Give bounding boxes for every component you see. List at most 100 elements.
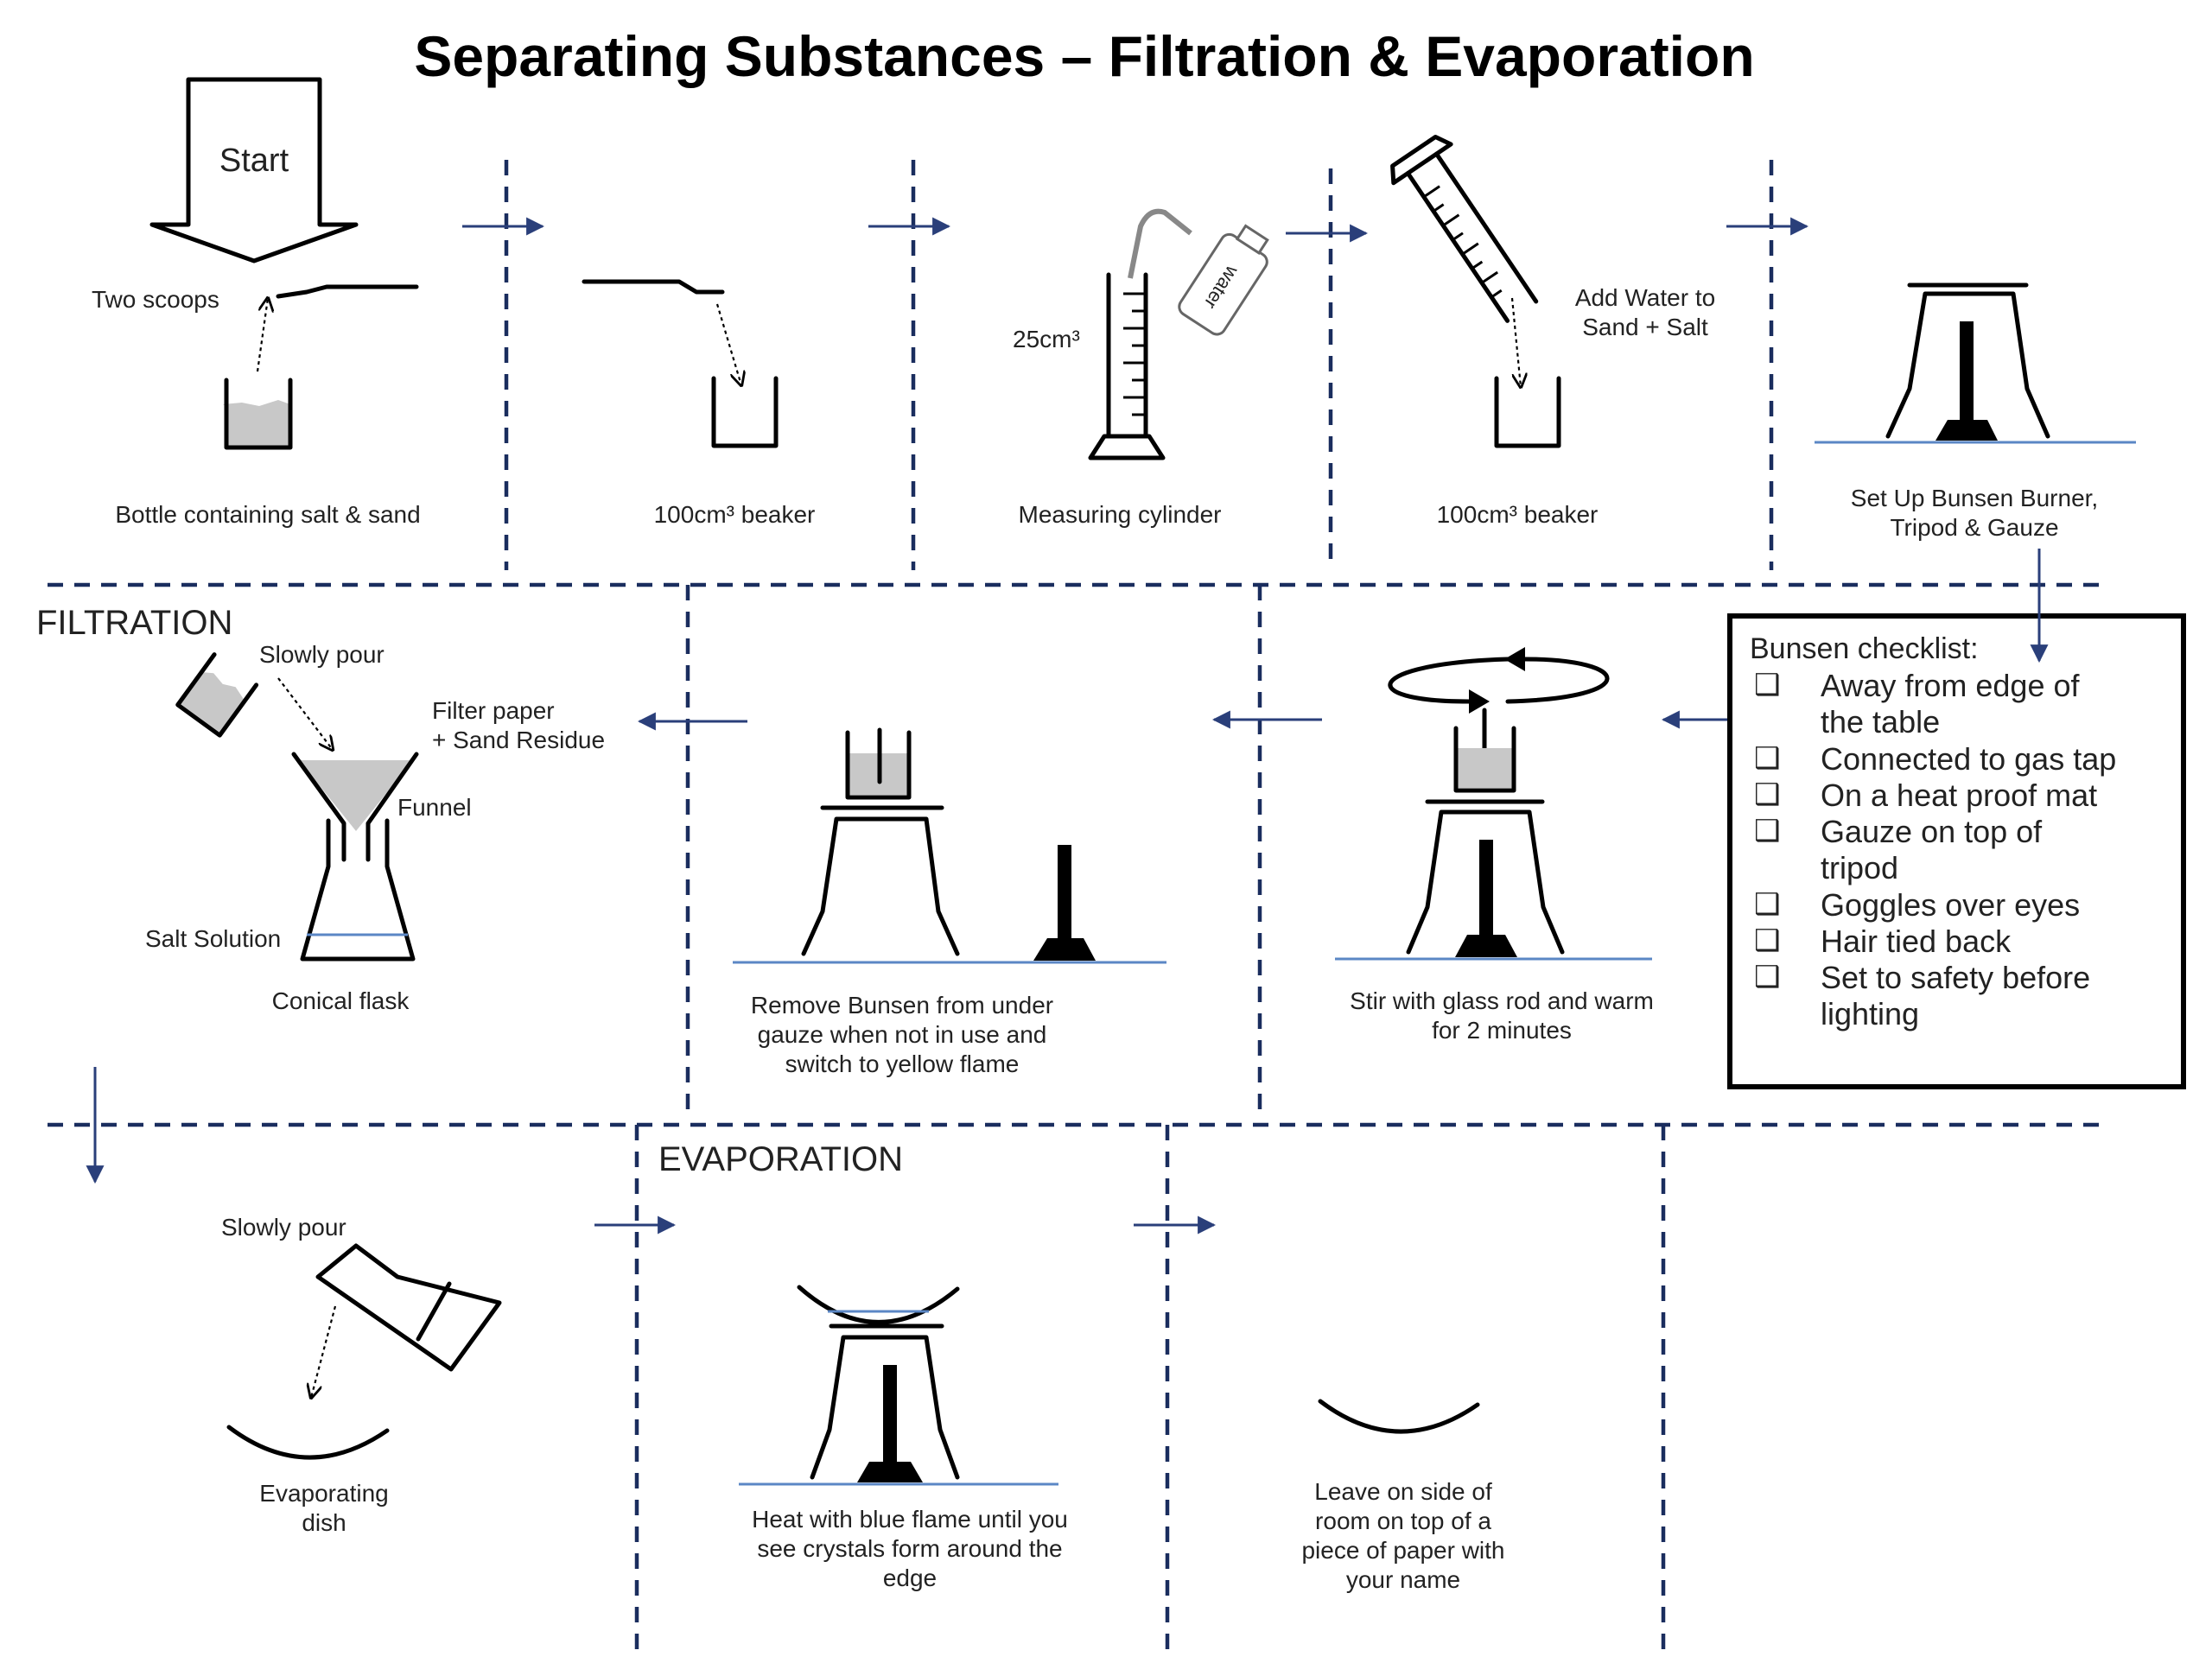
checklist-title: Bunsen checklist: — [1750, 632, 1979, 665]
bunsen-barrel-4 — [883, 1365, 897, 1464]
heat-line-3: edge — [883, 1565, 937, 1591]
checkbox-icon: ❑ — [1754, 669, 1780, 701]
dish-label-1: Evaporating — [259, 1480, 388, 1507]
checklist-items: ❑ Away from edge of the table ❑ Connecte… — [1754, 668, 2116, 1031]
checkbox-icon: ❑ — [1754, 888, 1780, 921]
checkbox-icon: ❑ — [1754, 924, 1780, 957]
step-filtration: FILTRATION Slowly pour Filter paper + Sa… — [36, 604, 605, 1014]
wash-bottle-icon: water — [1178, 224, 1269, 336]
heat-line-2: see crystals form around the — [757, 1535, 1062, 1562]
stir-line-2: for 2 minutes — [1432, 1017, 1572, 1044]
spatula-icon-2 — [582, 279, 725, 295]
cylinder-caption: Measuring cylinder — [1019, 501, 1222, 528]
remove-line-2: gauze when not in use and — [758, 1021, 1047, 1048]
bunsen-base-icon-2 — [1455, 935, 1517, 957]
page-title: Separating Substances – Filtration & Eva… — [414, 24, 1754, 88]
dish-label-2: dish — [302, 1509, 346, 1536]
beaker-2-caption: 100cm³ beaker — [1437, 501, 1599, 528]
checklist-item-3: On a heat proof mat — [1821, 778, 2097, 813]
filter-paper-label-1: Filter paper — [432, 697, 555, 724]
tilted-beaker-icon — [175, 652, 259, 738]
evaporating-dish-icon-2 — [797, 1285, 960, 1324]
section-separators — [48, 160, 2108, 1659]
pour-dotted-arrow-3 — [277, 677, 333, 750]
start-arrow-icon — [149, 77, 359, 263]
checklist-box — [1727, 613, 2186, 1089]
checklist-item-4-cont: tripod — [1821, 850, 1898, 885]
cylinder-base — [1088, 434, 1166, 460]
tilted-flask-icon — [315, 1243, 502, 1372]
evaporation-heading: EVAPORATION — [658, 1140, 903, 1178]
cylinder-graduations — [1123, 292, 1146, 416]
slowly-pour-label-1: Slowly pour — [259, 641, 385, 668]
evaporating-dish-icon-3 — [1318, 1399, 1480, 1434]
funnel-icon — [291, 752, 419, 862]
tripod-icon-2 — [1406, 809, 1565, 955]
tripod-icon-3 — [801, 816, 960, 956]
spatula-icon — [276, 284, 419, 299]
step-start: Start Two scoops Bottle containing salt … — [92, 77, 421, 528]
evaporating-dish-icon — [226, 1425, 390, 1460]
beaker-icon-1 — [711, 376, 779, 448]
beaker-icon-3 — [1453, 726, 1516, 793]
checklist-item-4: Gauze on top of — [1821, 814, 2043, 849]
step-measuring-cylinder: 25cm³ water Measuring cylinder — [1013, 208, 1269, 528]
tripod-icon-4 — [810, 1335, 960, 1480]
step-beaker-1: 100cm³ beaker — [582, 279, 816, 528]
slowly-pour-label-2: Slowly pour — [221, 1214, 346, 1241]
step-pour-evaporating-dish: Slowly pour Evaporating dish — [221, 1214, 502, 1536]
checkbox-icon: ❑ — [1754, 815, 1780, 847]
beaker-1-caption: 100cm³ beaker — [654, 501, 816, 528]
salt-sand-fill — [223, 400, 290, 446]
start-label: Start — [219, 143, 289, 179]
conical-flask-caption: Conical flask — [272, 987, 410, 1014]
tripod-icon — [1885, 291, 2050, 439]
pour-dotted-arrow-4 — [311, 1305, 337, 1398]
pour-dotted-arrow-1 — [715, 303, 741, 385]
bunsen-barrel — [1960, 321, 1974, 423]
bunsen-base-icon-3 — [1033, 938, 1096, 961]
filter-paper-icon — [299, 760, 413, 831]
remove-line-3: switch to yellow flame — [785, 1050, 1020, 1077]
scoop-dotted-arrow — [256, 298, 268, 372]
tilted-flask-line — [416, 1281, 452, 1342]
checklist-item-6: Hair tied back — [1821, 924, 2012, 959]
bunsen-setup-line-2: Tripod & Gauze — [1890, 514, 2058, 541]
cylinder-icon — [1106, 272, 1148, 439]
conical-flask-icon — [300, 818, 416, 962]
step-bunsen-setup: Set Up Bunsen Burner, Tripod & Gauze — [1815, 282, 2136, 541]
bunsen-base-icon-4 — [857, 1462, 923, 1482]
checklist-item-2: Connected to gas tap — [1821, 741, 2116, 777]
leave-line-3: piece of paper with — [1301, 1537, 1504, 1564]
funnel-label: Funnel — [397, 794, 472, 821]
pour-dotted-arrow-2 — [1510, 297, 1521, 387]
beaker-icon-2 — [1494, 376, 1561, 448]
step-beaker-2: Add Water to Sand + Salt 100cm³ beaker — [1390, 134, 1715, 528]
start-caption: Bottle containing salt & sand — [115, 501, 420, 528]
stir-arrow-right — [1505, 657, 1610, 704]
bunsen-setup-line-1: Set Up Bunsen Burner, — [1851, 485, 2098, 511]
checklist-item-7: Set to safety before — [1821, 960, 2090, 995]
step-remove-bunsen: Remove Bunsen from under gauze when not … — [733, 727, 1166, 1077]
step-stir-warm: Stir with glass rod and warm for 2 minut… — [1335, 647, 1654, 1044]
bunsen-checklist: Bunsen checklist: ❑ Away from edge of th… — [1727, 605, 2186, 1089]
checklist-item-5: Goggles over eyes — [1821, 887, 2080, 923]
leave-line-4: your name — [1346, 1566, 1460, 1593]
add-water-line-2: Sand + Salt — [1582, 314, 1708, 340]
bunsen-base-icon — [1936, 420, 1998, 441]
step-leave: Leave on side of room on top of a piece … — [1301, 1399, 1505, 1593]
filter-paper-label-2: + Sand Residue — [432, 727, 605, 753]
heat-line-1: Heat with blue flame until you — [752, 1506, 1068, 1533]
volume-label: 25cm³ — [1013, 326, 1080, 352]
bunsen-barrel-2 — [1479, 840, 1493, 942]
beaker-icon-4 — [845, 730, 912, 800]
remove-line-1: Remove Bunsen from under — [751, 992, 1053, 1019]
checklist-item-1-cont: the table — [1821, 704, 1940, 739]
add-water-line-1: Add Water to — [1575, 284, 1715, 311]
checklist-item-1: Away from edge of — [1821, 668, 2080, 703]
checkbox-icon: ❑ — [1754, 778, 1780, 811]
leave-line-2: room on top of a — [1315, 1507, 1491, 1534]
stir-arrow-left — [1388, 657, 1510, 704]
